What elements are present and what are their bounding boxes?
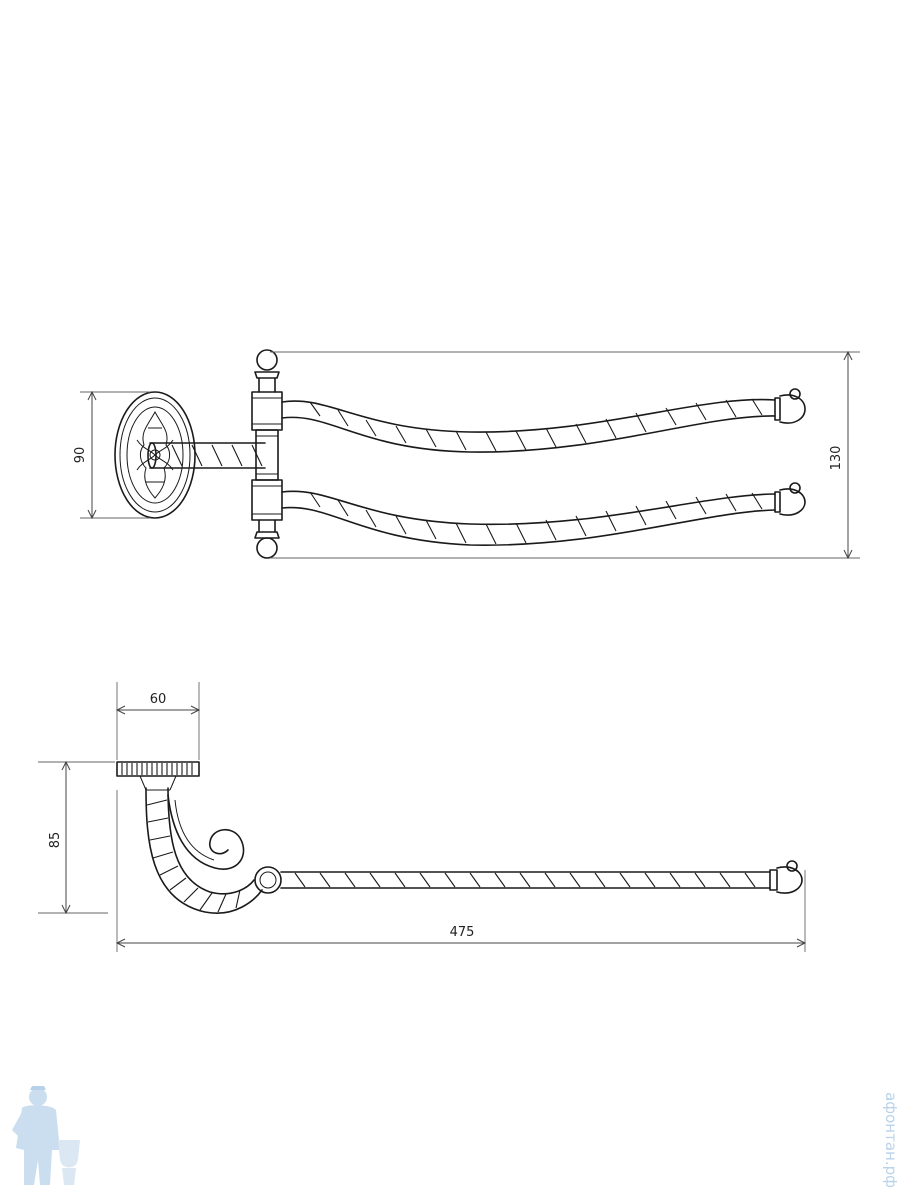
dimension-90: 90	[73, 390, 150, 520]
watermark-text: афонтан.рф	[882, 1092, 900, 1188]
plate-ornament	[136, 410, 174, 499]
plumber-mascot-icon	[12, 1086, 80, 1185]
front-view: 90 130	[73, 349, 860, 560]
side-straight-bar	[280, 860, 803, 894]
dimension-475: 475	[115, 790, 807, 952]
lower-swing-bar	[281, 482, 806, 546]
dimension-85: 85	[38, 760, 115, 915]
dimension-130: 130	[270, 350, 860, 560]
hinge-column	[251, 349, 283, 559]
dimension-90-label: 90	[73, 447, 88, 464]
side-joint-ring	[254, 866, 282, 894]
wall-plate-oval	[114, 391, 196, 519]
upper-swing-bar	[281, 388, 806, 453]
dimension-60: 60	[115, 682, 201, 760]
dimension-85-label: 85	[48, 832, 63, 849]
wall-plate-side	[116, 761, 200, 791]
curved-arm	[145, 787, 263, 914]
front-arm	[147, 442, 266, 469]
dimension-130-label: 130	[829, 446, 844, 471]
side-view: 60 85 475	[38, 682, 807, 952]
dimension-475-label: 475	[450, 925, 475, 940]
dimension-60-label: 60	[150, 692, 167, 707]
